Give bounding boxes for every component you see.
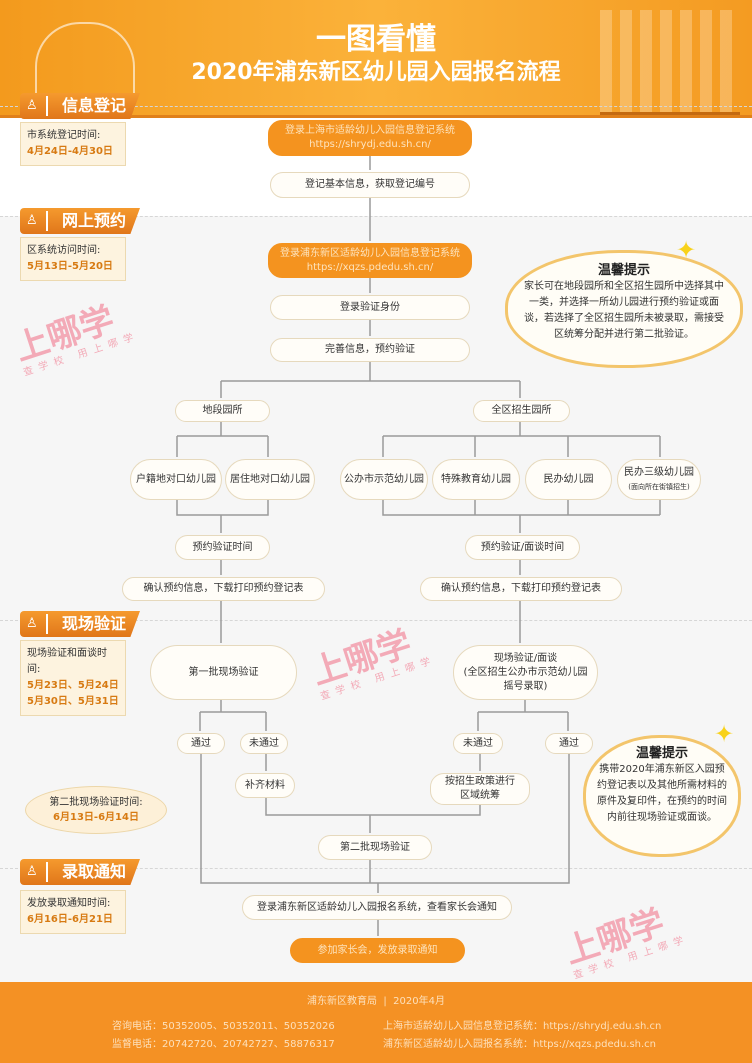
- connector-line: [200, 754, 570, 936]
- date-box: 市系统登记时间: 4月24日-4月30日: [20, 122, 126, 166]
- node-supplement: 补齐材料: [235, 773, 295, 798]
- node-check-notice: 登录浦东新区适龄幼儿入园报名系统，查看家长会通知: [242, 895, 512, 920]
- date-label: 现场验证和面谈时间:: [27, 648, 107, 675]
- person-icon: ♙: [26, 211, 48, 231]
- divider: [0, 868, 752, 869]
- section-label: 现场验证: [62, 614, 127, 633]
- node-second-batch: 第二批现场验证: [318, 835, 432, 860]
- node-huji: 户籍地对口幼儿园: [130, 459, 222, 500]
- node-text: 区域统筹: [460, 790, 500, 801]
- date-value: 5月23日、5月24日: [27, 680, 119, 691]
- tip-title: 温馨提示: [635, 746, 688, 761]
- date-box: 现场验证和面谈时间: 5月23日、5月24日 5月30日、5月31日: [20, 640, 126, 716]
- connector-line: [477, 700, 569, 731]
- section-label: 网上预约: [62, 211, 127, 230]
- node-register: 登记基本信息，获取登记编号: [270, 172, 470, 198]
- node-login-city-system: 登录上海市适龄幼儿入园信息登记系统 https://shrydj.edu.sh.c…: [268, 120, 472, 156]
- footer-org: 浦东新区教育局: [307, 996, 378, 1007]
- date-label: 区系统访问时间:: [27, 245, 101, 256]
- node-login-district-system: 登录浦东新区适龄幼儿入园信息登记系统 https://xqzs.pdedu.sh.…: [268, 243, 472, 278]
- sparkle-icon: ✦: [676, 236, 697, 264]
- divider: [0, 216, 752, 217]
- node-appt-interview-time: 预约验证/面谈时间: [465, 535, 580, 560]
- node-text: 摇号录取): [503, 680, 548, 692]
- person-icon: ♙: [26, 96, 48, 116]
- node-public-model: 公办市示范幼儿园: [340, 459, 428, 500]
- footer: 浦东新区教育局 | 2020年4月 咨询电话：50352005、50352011…: [0, 982, 752, 1063]
- node-verify-identity: 登录验证身份: [270, 295, 470, 320]
- node-onsite-interview: 现场验证/面谈 (全区招生公办市示范幼儿园摇号录取): [453, 645, 598, 700]
- connector-line: [382, 422, 661, 643]
- connector-line: [220, 155, 521, 398]
- node-text: 登录上海市适龄幼儿入园信息登记系统: [285, 125, 455, 136]
- section-label: 信息登记: [62, 96, 127, 115]
- node-district-wide: 全区招生园所: [473, 400, 570, 422]
- node-fail-right: 未通过: [453, 733, 503, 754]
- node-attend-meeting: 参加家长会，发放录取通知: [290, 938, 465, 963]
- date-value: 5月13日-5月20日: [27, 261, 113, 272]
- date-value: 4月24日-4月30日: [27, 146, 113, 157]
- connector-line: [176, 422, 269, 643]
- sparkle-icon: ✦: [714, 720, 735, 748]
- date-value: 5月30日、5月31日: [27, 696, 119, 707]
- divider: [0, 106, 752, 107]
- node-url: https://shrydj.edu.sh.cn/: [309, 139, 431, 150]
- city-skyline-illustration: [600, 10, 740, 115]
- node-url: https://xqzs.pdedu.sh.cn/: [306, 261, 434, 273]
- section-label: 录取通知: [62, 862, 127, 881]
- node-appt-time: 预约验证时间: [175, 535, 270, 560]
- second-batch-label: 第二批现场验证时间:: [49, 797, 143, 808]
- footer-site-1: 上海市适龄幼儿入园信息登记系统：https://shrydj.edu.sh.cn: [383, 1021, 662, 1032]
- connector-line: [199, 700, 481, 833]
- node-first-batch: 第一批现场验证: [150, 645, 297, 700]
- page-title: 一图看懂: [316, 22, 436, 57]
- node-text: 民办三级幼儿园: [624, 466, 694, 478]
- node-complete-info: 完善信息，预约验证: [270, 338, 470, 362]
- node-pass-left: 通过: [177, 733, 225, 754]
- date-box: 区系统访问时间: 5月13日-5月20日: [20, 237, 126, 281]
- date-label: 发放录取通知时间:: [27, 898, 111, 909]
- footer-site-2: 浦东新区适龄幼儿入园报名系统：https://xqzs.pdedu.sh.cn: [383, 1039, 657, 1050]
- node-local: 地段园所: [175, 400, 270, 422]
- date-label: 市系统登记时间:: [27, 130, 101, 141]
- tip-cloud-2: 温馨提示携带2020年浦东新区入园预约登记表以及其他所需材料的原件及复印件，在预…: [583, 735, 741, 857]
- node-fail-left: 未通过: [240, 733, 288, 754]
- node-text: (全区招生公办市示范幼儿园: [463, 666, 588, 678]
- page-subtitle: 2020年浦东新区幼儿园入园报名流程: [191, 60, 561, 85]
- footer-consult-phone: 咨询电话：50352005、50352011、50352026: [112, 1021, 335, 1032]
- node-coordinate: 按招生政策进行区域统筹: [430, 773, 530, 805]
- date-value: 6月16日-6月21日: [27, 914, 113, 925]
- second-batch-ellipse: 第二批现场验证时间: 6月13日-6月14日: [25, 786, 167, 834]
- tip-text: 携带2020年浦东新区入园预约登记表以及其他所需材料的原件及复印件，在预约的时间…: [597, 764, 727, 823]
- section-tab-onsite: ♙ 现场验证: [20, 611, 140, 637]
- footer-org-line: 浦东新区教育局 | 2020年4月: [307, 996, 445, 1007]
- node-juzhu: 居住地对口幼儿园: [225, 459, 315, 500]
- node-confirm-right: 确认预约信息，下载打印预约登记表: [420, 577, 622, 601]
- node-private-level3: 民办三级幼儿园 (面向所在街镇招生): [617, 459, 701, 500]
- second-batch-dates: 6月13日-6月14日: [53, 812, 139, 823]
- footer-date: 2020年4月: [393, 996, 445, 1007]
- node-note: (面向所在街镇招生): [628, 482, 690, 491]
- node-text: 现场验证/面谈: [493, 652, 558, 664]
- node-confirm-left: 确认预约信息，下载打印预约登记表: [122, 577, 325, 601]
- tip-title: 温馨提示: [597, 263, 650, 278]
- section-tab-admission: ♙ 录取通知: [20, 859, 140, 885]
- person-icon: ♙: [26, 862, 48, 882]
- person-icon: ♙: [26, 614, 48, 634]
- section-tab-online: ♙ 网上预约: [20, 208, 140, 234]
- node-special: 特殊教育幼儿园: [432, 459, 520, 500]
- section-tab-registration: ♙ 信息登记: [20, 93, 140, 119]
- tip-cloud-1: 温馨提示家长可在地段园所和全区招生园所中选择其中一类，并选择一所幼儿园进行预约验…: [505, 250, 743, 368]
- divider: [0, 620, 752, 621]
- date-box: 发放录取通知时间: 6月16日-6月21日: [20, 890, 126, 934]
- node-text: 登录浦东新区适龄幼儿入园信息登记系统: [280, 247, 460, 259]
- footer-supervise-phone: 监督电话：20742720、20742727、58876317: [112, 1039, 335, 1050]
- node-private: 民办幼儿园: [525, 459, 612, 500]
- node-pass-right: 通过: [545, 733, 593, 754]
- tip-text: 家长可在地段园所和全区招生园所中选择其中一类，并选择一所幼儿园进行预约验证或面谈…: [524, 281, 724, 340]
- node-text: 按招生政策进行: [445, 776, 515, 787]
